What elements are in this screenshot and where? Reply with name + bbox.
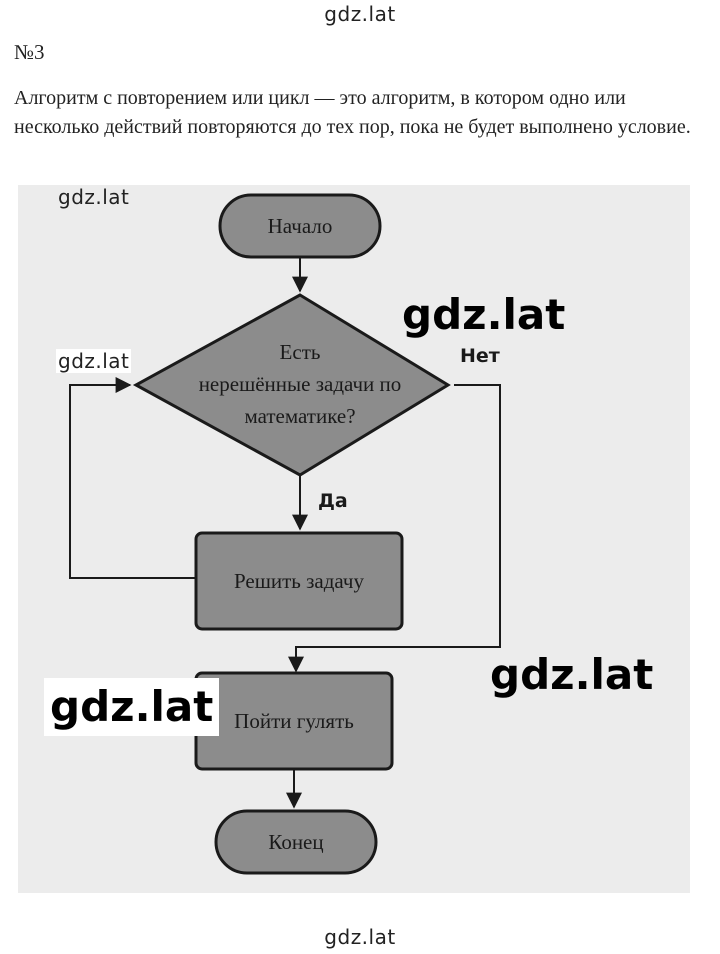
watermark-scan-left: gdz.lat [56,349,132,373]
task-number: №3 [14,40,45,64]
watermark-bottom: gdz.lat [324,925,396,949]
watermark-large-right-bottom: gdz.lat [490,650,654,699]
decision-line-1: Есть [280,340,321,364]
decision-line-2: нерешённые задачи по [199,372,402,396]
go-walk-label: Пойти гулять [234,709,354,733]
flowchart-scan: Начало Есть нерешённые задачи по математ… [18,185,690,893]
no-label: Нет [460,345,500,367]
flowchart: Начало Есть нерешённые задачи по математ… [69,193,501,875]
watermark-large-right-top: gdz.lat [402,290,566,339]
end-terminator [214,809,378,875]
solve-task-label: Решить задачу [234,569,364,593]
definition-text: Алгоритм с повторением или цикл — это ал… [14,87,691,138]
loop-back-line [69,377,196,579]
decision-line-3: математике? [244,404,355,428]
solve-task-box [194,531,404,631]
watermark-large-left: gdz.lat [44,678,220,736]
end-label: Конец [268,830,323,854]
watermark-top: gdz.lat [324,2,396,26]
start-label: Начало [268,214,333,238]
watermark-scan-top-left: gdz.lat [58,185,130,209]
yes-label: Да [318,490,348,512]
no-branch-line [288,384,501,673]
